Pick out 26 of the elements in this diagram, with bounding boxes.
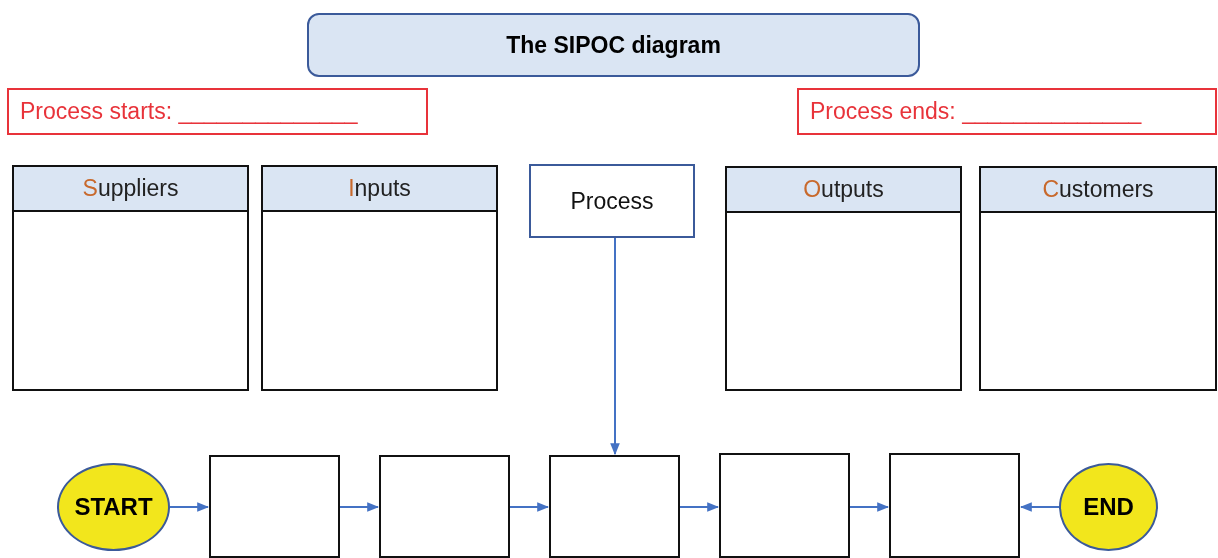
step-box	[379, 455, 510, 558]
column-box	[979, 166, 1217, 391]
step-box	[719, 453, 850, 558]
column-heading: Customers	[981, 168, 1215, 213]
process-box: Process	[529, 164, 695, 238]
arrow	[679, 502, 720, 512]
arrow	[1019, 502, 1060, 512]
process-end-field: Process ends: ______________	[797, 88, 1217, 135]
arrow	[610, 237, 620, 456]
title-banner: The SIPOC diagram	[307, 13, 920, 77]
start-oval: START	[57, 463, 170, 551]
arrow	[849, 502, 890, 512]
column-heading: Inputs	[263, 167, 496, 212]
step-box	[889, 453, 1020, 558]
step-box	[209, 455, 340, 558]
column-heading: Outputs	[727, 168, 960, 213]
column-heading: Suppliers	[14, 167, 247, 212]
end-oval: END	[1059, 463, 1158, 551]
column-box	[261, 165, 498, 391]
column-box	[725, 166, 962, 391]
arrow	[339, 502, 380, 512]
process-start-field: Process starts: ______________	[7, 88, 428, 135]
arrow	[509, 502, 550, 512]
arrow	[169, 502, 210, 512]
column-box	[12, 165, 249, 391]
step-box	[549, 455, 680, 558]
